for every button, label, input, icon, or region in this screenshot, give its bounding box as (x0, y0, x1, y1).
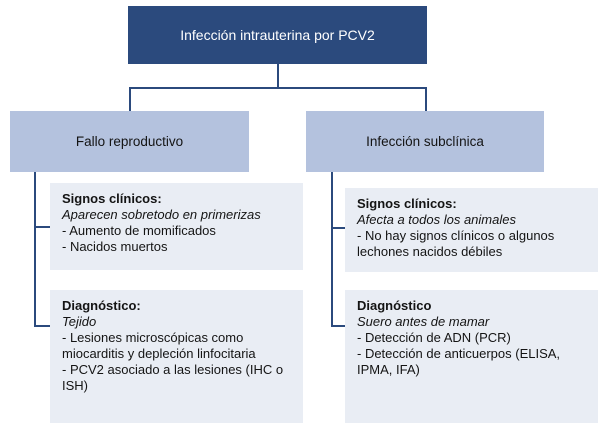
branch-node-label: Infección subclínica (366, 134, 484, 149)
connector-right-rail (331, 172, 333, 327)
connector-right-branch-drop (425, 87, 427, 111)
clinical-signs-subtitle: Afecta a todos los animales (357, 212, 516, 227)
connector-left-diagnosis-stub (34, 325, 50, 327)
clinical-signs-item: - No hay signos clínicos o algunos lecho… (357, 228, 555, 259)
clinical-signs-title: Signos clínicos: (357, 196, 457, 211)
branch-node-subclinical-infection: Infección subclínica (306, 111, 544, 172)
branch-node-reproductive-failure: Fallo reproductivo (10, 111, 249, 172)
diagnosis-item: - Lesiones microscópicas como miocarditi… (62, 330, 256, 361)
connector-left-branch-drop (129, 87, 131, 111)
connector-left-rail (34, 172, 36, 327)
right-diagnosis-box: Diagnóstico Suero antes de mamar - Detec… (345, 290, 598, 423)
connector-left-signs-stub (34, 226, 50, 228)
clinical-signs-item: - Aumento de momificados (62, 223, 216, 238)
connector-right-signs-stub (331, 227, 345, 229)
connector-main-horizontal (129, 87, 427, 89)
left-clinical-signs-box: Signos clínicos: Aparecen sobretodo en p… (50, 183, 303, 270)
right-clinical-signs-box: Signos clínicos: Afecta a todos los anim… (345, 188, 598, 272)
diagnosis-item: - PCV2 asociado a las lesiones (IHC o IS… (62, 362, 284, 393)
clinical-signs-title: Signos clínicos: (62, 191, 162, 206)
diagnosis-subtitle: Tejido (62, 314, 97, 329)
connector-root-vertical (277, 64, 279, 88)
left-diagnosis-box: Diagnóstico: Tejido - Lesiones microscóp… (50, 290, 303, 423)
clinical-signs-item: - Nacidos muertos (62, 239, 168, 254)
diagnosis-subtitle: Suero antes de mamar (357, 314, 490, 329)
diagnosis-item: - Detección de ADN (PCR) (357, 330, 511, 345)
diagnosis-title: Diagnóstico (357, 298, 432, 313)
clinical-signs-subtitle: Aparecen sobretodo en primerizas (62, 207, 261, 222)
connector-right-diagnosis-stub (331, 325, 345, 327)
root-node-label: Infección intrauterina por PCV2 (180, 27, 375, 43)
root-node-pcv2-infection: Infección intrauterina por PCV2 (128, 6, 427, 64)
branch-node-label: Fallo reproductivo (75, 134, 184, 149)
diagnosis-title: Diagnóstico: (62, 298, 141, 313)
diagnosis-item: - Detección de anticuerpos (ELISA, IPMA,… (357, 346, 561, 377)
